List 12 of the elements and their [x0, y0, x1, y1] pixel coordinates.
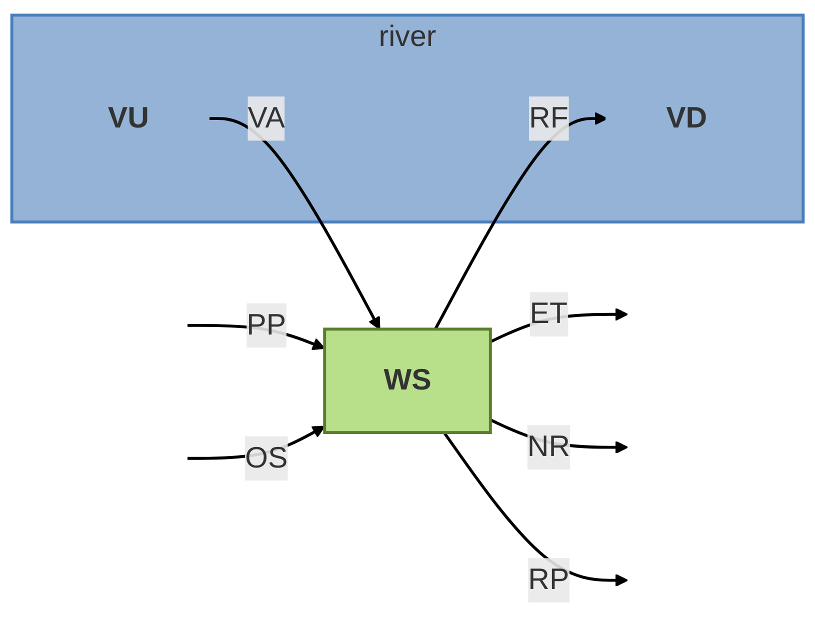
edge-label: RP — [528, 564, 570, 597]
arrow — [208, 117, 380, 330]
edge-label: ET — [530, 298, 568, 331]
edge-label: OS — [244, 442, 288, 475]
node-box: WS — [323, 328, 492, 434]
node-text: VU — [108, 102, 149, 135]
edge-label: RF — [528, 102, 568, 135]
edge-label: VA — [248, 102, 285, 135]
edge-label: NR — [527, 431, 570, 464]
node-text: VD — [666, 102, 708, 135]
arrow — [442, 432, 628, 587]
edge-label: PP — [246, 309, 286, 342]
